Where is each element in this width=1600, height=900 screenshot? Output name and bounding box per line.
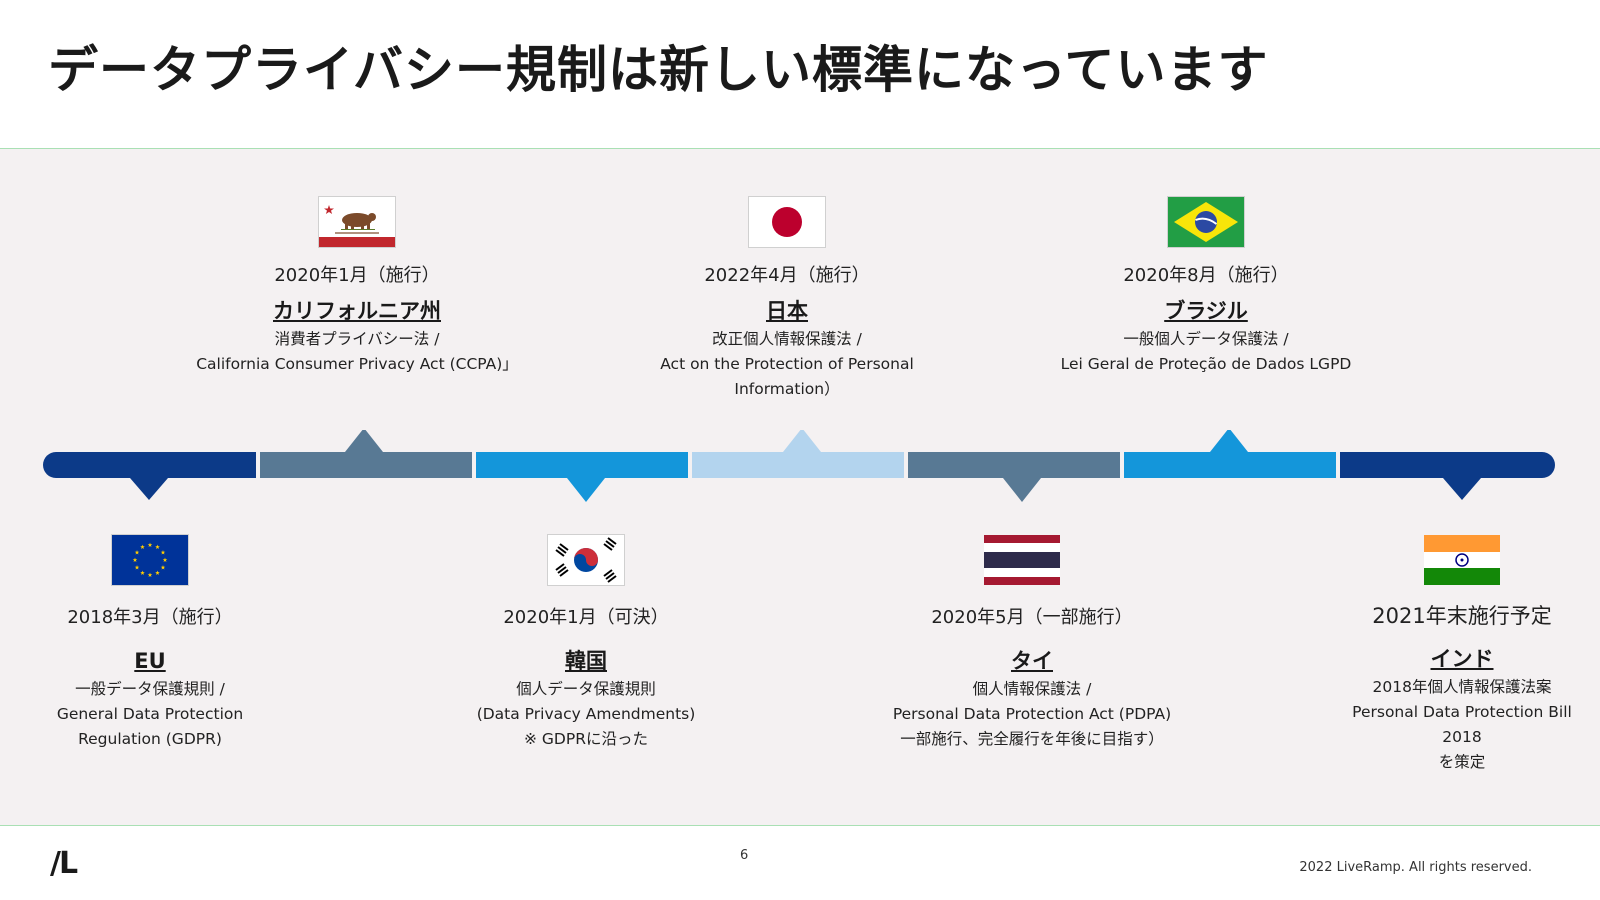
california-flag-icon <box>319 197 395 247</box>
event-region: インド <box>1430 647 1494 671</box>
event-law-ja: 2018年個人情報保護法案 <box>1372 678 1552 696</box>
event-note: を策定 <box>1438 753 1486 771</box>
eu-star <box>134 550 140 555</box>
event-date: 2021年末施行予定 <box>1372 604 1552 628</box>
event-law-ja: 一般データ保護規則 / <box>75 680 225 698</box>
eu-star <box>155 544 160 549</box>
event-law-ja: 消費者プライバシー法 / <box>274 330 440 348</box>
eu-star <box>140 544 145 549</box>
slide-title: データプライバシー規制は新しい標準になっています <box>48 41 1269 99</box>
eu-star <box>132 557 138 562</box>
eu-flag-icon <box>112 535 188 585</box>
event-law-en: California Consumer Privacy Act (CCPA)」 <box>196 355 518 373</box>
event-brazil: 2020年8月（施行） ブラジル 一般個人データ保護法 / Lei Geral … <box>1036 263 1376 377</box>
event-india: 2021年末施行予定 インド 2018年個人情報保護法案 Personal Da… <box>1322 603 1600 775</box>
event-date: 2022年4月（施行） <box>704 265 870 286</box>
event-law-en: Personal Data Protection Act (PDPA) <box>892 705 1172 723</box>
event-law-ja: 一般個人データ保護法 / <box>1123 330 1289 348</box>
page-number: 6 <box>740 848 749 863</box>
event-date: 2020年5月（一部施行） <box>931 607 1133 628</box>
timeline-marker-california <box>345 430 383 452</box>
india-flag-icon <box>1424 535 1500 585</box>
event-japan: 2022年4月（施行） 日本 改正個人情報保護法 / Act on the Pr… <box>617 263 957 402</box>
timeline-panel <box>0 148 1600 826</box>
timeline-bar <box>43 430 1555 502</box>
timeline-marker-eu <box>130 478 168 500</box>
event-date: 2018年3月（施行） <box>67 607 233 628</box>
eu-star <box>147 572 153 577</box>
event-date: 2020年1月（可決） <box>503 607 669 628</box>
event-region: 韓国 <box>565 649 607 673</box>
eu-star <box>134 565 140 570</box>
eu-star <box>160 565 166 570</box>
copyright-text: 2022 LiveRamp. All rights reserved. <box>1299 860 1532 875</box>
event-law-en-2: Regulation (GDPR) <box>78 730 222 748</box>
event-california: 2020年1月（施行） カリフォルニア州 消費者プライバシー法 / Califo… <box>187 263 527 377</box>
event-region: EU <box>134 649 166 673</box>
event-korea: 2020年1月（可決） 韓国 個人データ保護規則 (Data Privacy A… <box>416 605 756 752</box>
eu-star <box>160 550 166 555</box>
timeline-segment-california <box>260 452 472 478</box>
eu-star <box>162 557 168 562</box>
event-date: 2020年1月（施行） <box>274 265 440 286</box>
event-region: ブラジル <box>1164 299 1248 323</box>
event-date: 2020年8月（施行） <box>1123 265 1289 286</box>
event-law-en: Personal Data Protection Bill <box>1352 703 1572 721</box>
event-law-en: Lei Geral de Proteção de Dados LGPD <box>1060 355 1352 373</box>
timeline-segment-eu <box>43 452 256 478</box>
event-law-ja: 個人データ保護規則 <box>516 680 656 698</box>
event-note: 一部施行、完全履行を年後に目指す） <box>900 730 1164 748</box>
event-law-en: (Data Privacy Amendments) <box>476 705 696 723</box>
korea-flag-icon <box>548 535 624 585</box>
event-region: 日本 <box>766 299 808 323</box>
eu-star <box>147 542 153 547</box>
event-law-en: Act on the Protection of Personal Inform… <box>660 355 914 398</box>
timeline-marker-brazil <box>1210 430 1248 452</box>
eu-star <box>155 570 160 575</box>
timeline-segment-japan <box>692 452 904 478</box>
timeline-segment-brazil <box>1124 452 1336 478</box>
brazil-flag-icon <box>1168 197 1244 247</box>
timeline-marker-korea <box>567 478 605 502</box>
event-thailand: 2020年5月（一部施行） タイ 個人情報保護法 / Personal Data… <box>852 605 1212 752</box>
event-law-ja: 個人情報保護法 / <box>972 680 1092 698</box>
timeline-marker-japan <box>783 430 821 452</box>
timeline-segment-thailand <box>908 452 1120 478</box>
japan-flag-icon <box>749 197 825 247</box>
timeline-segment-korea <box>476 452 688 478</box>
timeline-segment-india <box>1340 452 1555 478</box>
timeline-marker-thailand <box>1003 478 1041 502</box>
eu-star <box>140 570 145 575</box>
thailand-flag-icon <box>984 535 1060 585</box>
event-eu: 2018年3月（施行） EU 一般データ保護規則 / General Data … <box>0 605 320 752</box>
event-law-ja: 改正個人情報保護法 / <box>712 330 862 348</box>
event-note: ※ GDPRに沿った <box>524 730 648 748</box>
event-law-en: General Data Protection <box>56 705 244 723</box>
event-region: カリフォルニア州 <box>273 299 441 323</box>
event-law-year: 2018 <box>1442 728 1482 746</box>
timeline-marker-india <box>1443 478 1481 500</box>
liveramp-logo: /L <box>50 846 78 881</box>
event-region: タイ <box>1011 649 1053 673</box>
